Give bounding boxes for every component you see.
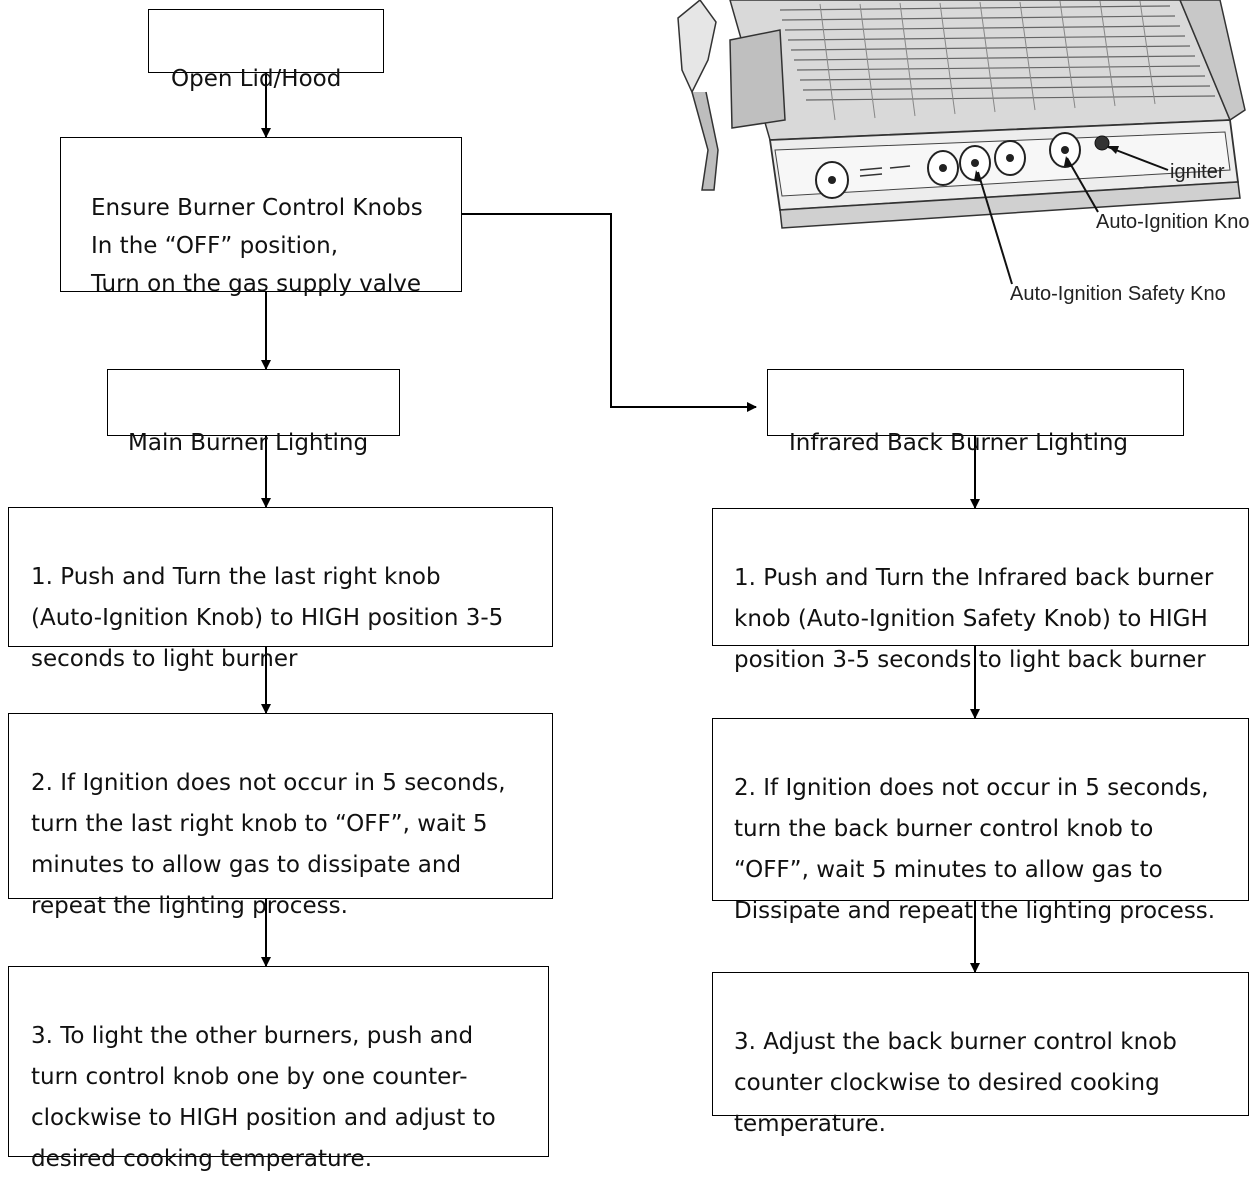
main-step3-box: 3. To light the other burners, push and … — [8, 966, 549, 1172]
infrared-step1-text: 1. Push and Turn the Infrared back burne… — [734, 565, 1214, 673]
ensure-knobs-text: Ensure Burner Control Knobs In the “OFF”… — [91, 195, 423, 297]
infrared-step2-text: 2. If Ignition does not occur in 5 secon… — [734, 775, 1216, 924]
infrared-title-text: Infrared Back Burner Lighting — [789, 430, 1129, 456]
infrared-step3-box: 3. Adjust the back burner control knob c… — [712, 972, 1249, 1137]
open-lid-box: Open Lid/Hood — [148, 9, 384, 92]
infrared-step3-text: 3. Adjust the back burner control knob c… — [734, 1029, 1177, 1137]
main-step1-box: 1. Push and Turn the last right knob (Au… — [8, 507, 553, 672]
grill-illustration — [620, 0, 1249, 300]
ensure-knobs-box: Ensure Burner Control Knobs In the “OFF”… — [60, 137, 462, 297]
main-step2-text: 2. If Ignition does not occur in 5 secon… — [31, 770, 506, 919]
main-step2-box: 2. If Ignition does not occur in 5 secon… — [8, 713, 553, 919]
grill-drawing — [677, 0, 1246, 285]
open-lid-text: Open Lid/Hood — [171, 66, 342, 92]
infrared-title-box: Infrared Back Burner Lighting — [767, 369, 1184, 456]
main-step3-text: 3. To light the other burners, push and … — [31, 1023, 496, 1172]
infrared-step1-box: 1. Push and Turn the Infrared back burne… — [712, 508, 1249, 673]
auto-ignition-knob-label: Auto-Ignition Kno — [1096, 211, 1249, 233]
main-step1-text: 1. Push and Turn the last right knob (Au… — [31, 564, 504, 672]
igniter-label: igniter — [1170, 161, 1225, 183]
infrared-step2-box: 2. If Ignition does not occur in 5 secon… — [712, 718, 1249, 924]
main-burner-box: Main Burner Lighting — [107, 369, 400, 456]
auto-ignition-safety-knob-label: Auto-Ignition Safety Kno — [1010, 283, 1226, 305]
main-burner-text: Main Burner Lighting — [128, 430, 369, 456]
